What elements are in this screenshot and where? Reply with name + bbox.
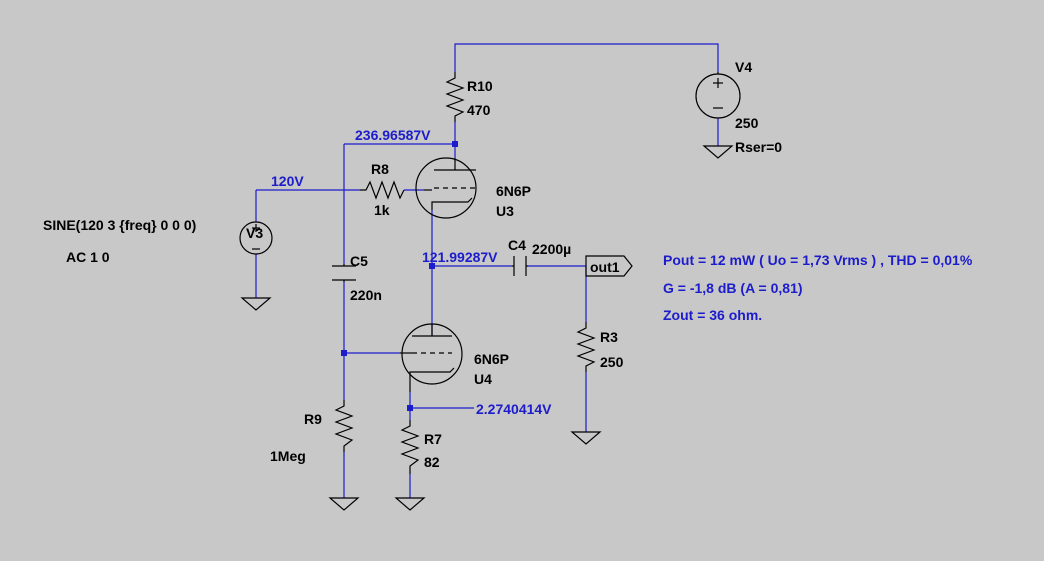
label-r8-value: 1k: [374, 202, 390, 218]
label-r7-name: R7: [424, 431, 442, 447]
resistor-r7[interactable]: [400, 420, 420, 474]
label-r9-value: 1Meg: [270, 448, 306, 464]
label-v3-ac: AC 1 0: [66, 249, 110, 265]
label-v4-value: 250: [735, 115, 759, 131]
ground-r3-icon: [570, 431, 602, 445]
label-c5-name: C5: [350, 253, 368, 269]
output-port-out1[interactable]: [585, 255, 633, 277]
capacitor-c5[interactable]: [332, 264, 356, 282]
ground-r9-icon: [328, 497, 360, 511]
label-r10-value: 470: [467, 102, 491, 118]
node-voltage-labels: 236.96587V 120V 121.99287V 2.2740414V: [271, 127, 552, 417]
voltage-output-mid: 121.99287V: [422, 249, 498, 265]
voltage-cathode-u4: 2.2740414V: [476, 401, 552, 417]
label-c4-name: C4: [508, 237, 526, 253]
label-v3-name: V3: [246, 225, 263, 241]
label-r10-name: R10: [467, 78, 493, 94]
ground-r7-icon: [394, 497, 426, 511]
ground-v4-icon: [702, 145, 734, 159]
label-r7-value: 82: [424, 454, 440, 470]
label-r9-name: R9: [304, 411, 322, 427]
label-v4-extra: Rser=0: [735, 139, 782, 155]
triode-u3[interactable]: [415, 157, 477, 219]
component-labels: R10 470 V4 250 Rser=0 R8 1k 6N6P U3 SINE…: [43, 59, 782, 470]
label-u4-model: 6N6P: [474, 351, 509, 367]
voltage-source-v4[interactable]: [695, 72, 741, 119]
junction-dots: [341, 141, 458, 411]
voltage-anode-u3: 236.96587V: [355, 127, 431, 143]
voltage-source-v3[interactable]: [239, 221, 273, 255]
result-line-3: Zout = 36 ohm.: [663, 307, 762, 323]
resistor-r3[interactable]: [576, 322, 596, 372]
result-line-1: Pout = 12 mW ( Uo = 1,73 Vrms ) , THD = …: [663, 252, 973, 268]
label-r3-name: R3: [600, 329, 618, 345]
capacitor-c4[interactable]: [512, 256, 528, 276]
ground-v3-icon: [240, 297, 272, 311]
voltage-grid-u3: 120V: [271, 173, 304, 189]
label-c5-value: 220n: [350, 287, 382, 303]
result-line-2: G = -1,8 dB (A = 0,81): [663, 280, 803, 296]
label-out1: out1: [590, 259, 620, 275]
resistor-r10[interactable]: [445, 72, 465, 122]
resistor-r9[interactable]: [334, 400, 354, 452]
label-u3-model: 6N6P: [496, 183, 531, 199]
label-v4-name: V4: [735, 59, 752, 75]
label-u4-name: U4: [474, 371, 492, 387]
resistor-r8[interactable]: [360, 180, 405, 200]
label-v3-spec: SINE(120 3 {freq} 0 0 0): [43, 217, 196, 233]
results-annotation: Pout = 12 mW ( Uo = 1,73 Vrms ) , THD = …: [663, 252, 973, 323]
triode-u4[interactable]: [400, 323, 463, 392]
label-r3-value: 250: [600, 354, 624, 370]
label-r8-name: R8: [371, 161, 389, 177]
label-u3-name: U3: [496, 203, 514, 219]
label-c4-value: 2200µ: [532, 241, 571, 257]
